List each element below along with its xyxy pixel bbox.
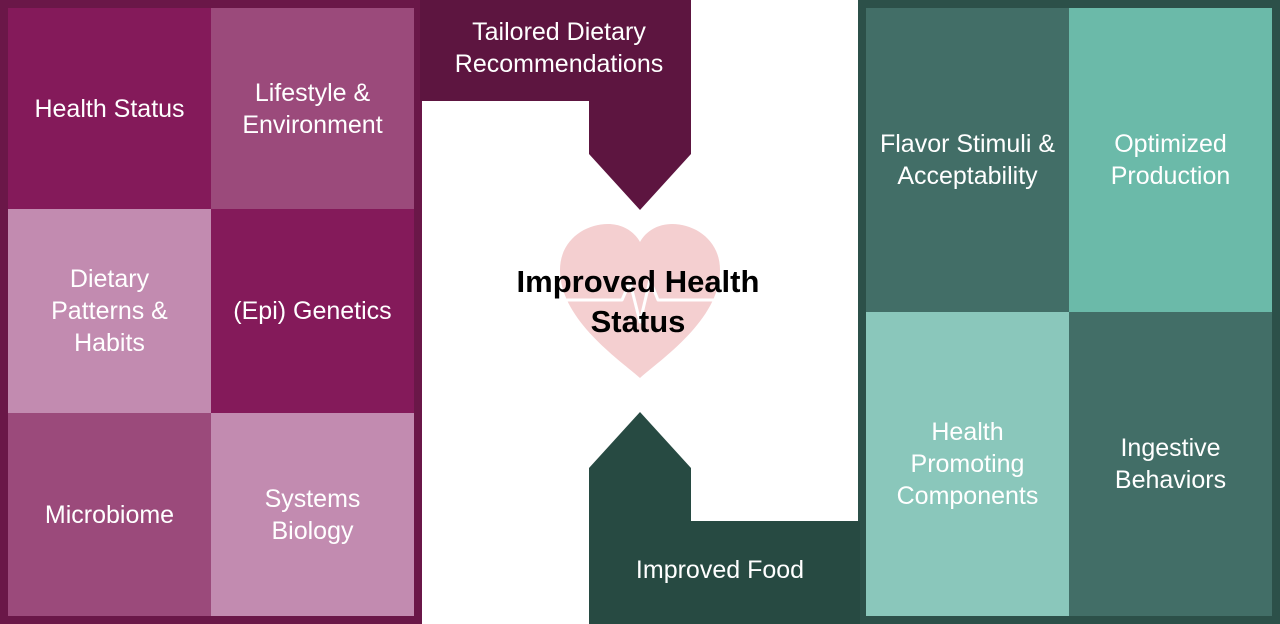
right-cell-label: Optimized Production — [1110, 130, 1231, 190]
bottom-arrow-shape — [589, 412, 860, 624]
right-cell-health-promoting: Health Promoting Components — [866, 312, 1069, 616]
heart-icon — [560, 224, 720, 378]
left-cell-systems-biology: Systems Biology — [211, 413, 414, 616]
left-cell-label: Lifestyle & Environment — [242, 78, 383, 139]
left-cell-lifestyle-environment: Lifestyle & Environment — [211, 8, 414, 209]
right-cell-optimized-production: Optimized Production — [1069, 8, 1272, 312]
right-cell-ingestive-behaviors: Ingestive Behaviors — [1069, 312, 1272, 616]
top-arrow-text: Tailored Dietary Recommendations — [454, 18, 664, 78]
top-arrow-shape — [420, 0, 691, 210]
right-cell-label: Health Promoting Components — [896, 418, 1039, 510]
left-cell-label: Health Status — [34, 94, 185, 123]
center-title: Improved Health Status — [516, 264, 760, 339]
left-cell-epi-genetics: (Epi) Genetics — [211, 209, 414, 413]
left-cell-label: Microbiome — [44, 500, 175, 529]
bottom-arrow-text: Improved Food — [635, 556, 805, 584]
bottom-arrow-label: Improved Food — [600, 540, 840, 600]
right-cell-flavor-stimuli: Flavor Stimuli & Acceptability — [866, 8, 1069, 312]
left-cell-health-status: Health Status — [8, 8, 211, 209]
top-arrow-label: Tailored Dietary Recommendations — [430, 14, 688, 82]
left-cell-label: Dietary Patterns & Habits — [51, 265, 168, 357]
right-cell-label: Ingestive Behaviors — [1114, 434, 1227, 494]
left-cell-microbiome: Microbiome — [8, 413, 211, 616]
left-cell-dietary-patterns: Dietary Patterns & Habits — [8, 209, 211, 413]
left-cell-label: Systems Biology — [264, 484, 361, 545]
pulse-line-icon — [566, 278, 714, 324]
left-cell-label: (Epi) Genetics — [233, 297, 392, 325]
right-cell-label: Flavor Stimuli & Acceptability — [879, 130, 1056, 190]
